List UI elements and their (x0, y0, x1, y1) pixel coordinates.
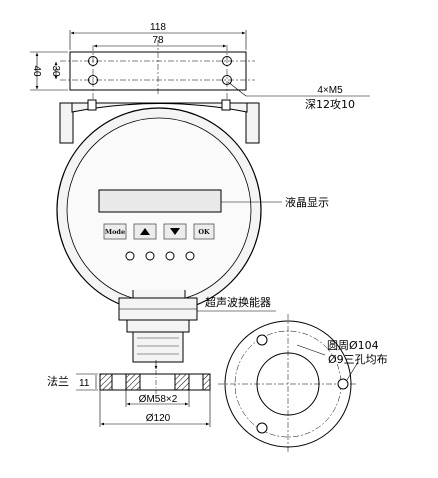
hole-pattern-label: Ø9三孔均布 (328, 353, 388, 366)
thread-size-dimension: ØM58×2 (125, 390, 190, 407)
up-button[interactable] (133, 223, 157, 240)
mode-button[interactable]: Mode (103, 223, 127, 240)
up-arrow-icon (140, 228, 150, 235)
dimension-30: 30 (50, 61, 61, 80)
height-inner-label: 30 (50, 65, 61, 77)
down-button[interactable] (163, 223, 187, 240)
flange-diameter-label: Ø120 (146, 413, 171, 424)
dimension-78: 78 (93, 35, 227, 48)
ok-button-label: OK (198, 228, 210, 236)
thread-holes-label: 4×M5 (317, 85, 343, 96)
flange-label: 法兰 (47, 374, 69, 388)
transducer (118, 297, 198, 363)
indicator-leds (125, 251, 195, 261)
lcd-callout: 液晶显示 (221, 195, 329, 209)
flange-thickness-label: 11 (79, 378, 90, 389)
bolt-hole-2 (337, 378, 349, 390)
dimension-118: 118 (69, 22, 247, 50)
hole-pattern-callout: 圆周Ø104 Ø9三孔均布 (296, 339, 388, 381)
flange-callout: 法兰 11 (47, 373, 98, 391)
lcd-display (98, 189, 222, 213)
lcd-label: 液晶显示 (285, 195, 329, 209)
bolt-hole-3 (256, 422, 268, 434)
height-outer-label: 40 (31, 65, 42, 77)
mode-button-label: Mode (105, 228, 125, 236)
led-3 (165, 251, 175, 261)
flange-section (99, 370, 211, 394)
dimension-40: 40 (30, 51, 68, 91)
hole-spacing-label: 78 (152, 35, 164, 46)
led-4 (185, 251, 195, 261)
transducer-label: 超声波换能器 (205, 295, 271, 309)
flange-diameter-dimension: Ø120 (99, 390, 211, 427)
down-arrow-icon (170, 228, 180, 235)
width-top-label: 118 (150, 22, 166, 33)
circle-diameter-label: 圆周Ø104 (327, 339, 379, 352)
thread-callout: 4×M5 深12攻10 (227, 81, 370, 111)
thread-depth-label: 深12攻10 (305, 97, 355, 111)
led-2 (145, 251, 155, 261)
flange-plan-view (218, 314, 358, 454)
mounting-bracket (60, 40, 255, 100)
bolt-hole-1 (256, 334, 268, 346)
ok-button[interactable]: OK (193, 223, 215, 240)
thread-size-label: ØM58×2 (139, 394, 178, 405)
led-1 (125, 251, 135, 261)
transducer-callout: 超声波换能器 (197, 295, 276, 312)
